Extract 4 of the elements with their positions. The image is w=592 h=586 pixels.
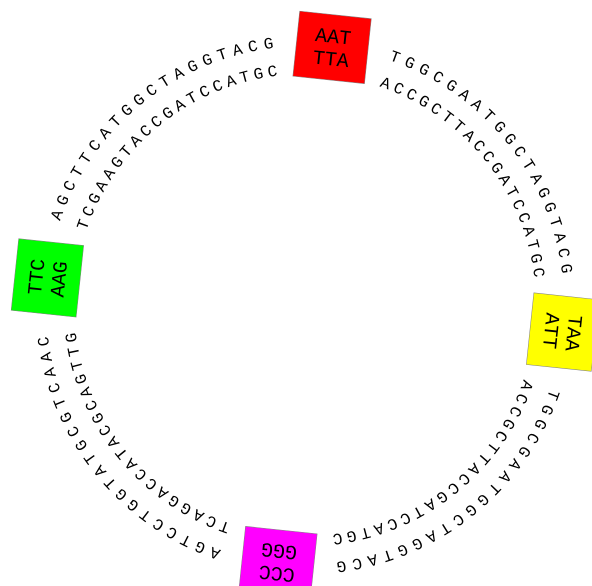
site-box: TTC AAG [10, 238, 84, 318]
site-box: CCC GGG [238, 526, 318, 586]
site-box: TAA ATT [526, 292, 592, 372]
site-box: AAT TTA [292, 10, 372, 84]
